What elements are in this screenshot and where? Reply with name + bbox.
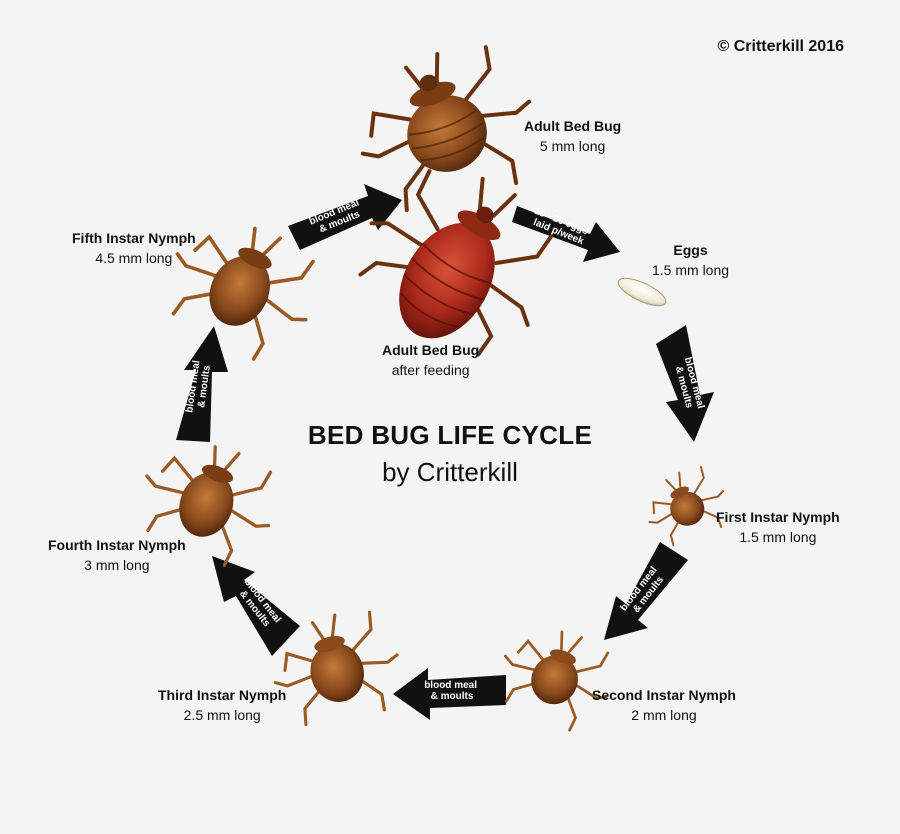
arrow-adult-to-eggs: 15 - 20 eggs laid p/week (512, 206, 620, 262)
arrow-fifth-to-adult: blood meal & moults (288, 184, 402, 250)
stage-size: 3 mm long (84, 557, 150, 573)
arrow-second-to-third: blood meal & moults (393, 668, 506, 720)
svg-text:15 - 20 eggs laid p/week: 15 - 20 eggs laid p/week (528, 206, 592, 249)
label-adult: Adult Bed Bug 5 mm long (524, 116, 621, 156)
arrow-fourth-to-fifth: blood meal & moults (176, 326, 228, 442)
adult-fed-bed-bug-icon (358, 169, 553, 357)
label-adult-fed: Adult Bed Bug after feeding (382, 340, 479, 380)
stage-size: after feeding (391, 362, 470, 378)
label-fourth-instar: Fourth Instar Nymph 3 mm long (48, 535, 186, 575)
label-eggs: Eggs 1.5 mm long (652, 240, 729, 280)
stage-size: 1.5 mm long (739, 529, 817, 545)
label-third-instar: Third Instar Nymph 2.5 mm long (158, 685, 286, 725)
svg-text:blood meal & moults: blood meal & moults (424, 680, 480, 702)
title-line-2: by Critterkill (382, 457, 518, 487)
label-first-instar: First Instar Nymph 1.5 mm long (716, 507, 840, 547)
stage-name: Eggs (673, 242, 708, 258)
egg-icon (617, 277, 667, 307)
label-second-instar: Second Instar Nymph 2 mm long (592, 685, 736, 725)
stage-size: 1.5 mm long (652, 262, 730, 278)
stage-name: Third Instar Nymph (158, 687, 287, 703)
stage-name: First Instar Nymph (716, 509, 840, 525)
first-instar-nymph-icon (648, 466, 725, 547)
third-instar-nymph-icon (273, 610, 399, 727)
adult-bed-bug-icon (360, 45, 532, 213)
title-line-1: BED BUG LIFE CYCLE (307, 420, 593, 450)
stage-name: Second Instar Nymph (592, 687, 736, 703)
stage-size: 2 mm long (631, 707, 697, 723)
stage-name: Fifth Instar Nymph (72, 230, 196, 246)
stage-name: Adult Bed Bug (524, 118, 622, 134)
stage-name: Adult Bed Bug (382, 342, 480, 358)
stage-name: Fourth Instar Nymph (48, 537, 186, 553)
second-instar-nymph-icon (503, 630, 610, 732)
arrow-third-to-fourth: blood meal & moults (212, 556, 300, 656)
moult-arrow-3-text-1: blood meal (424, 680, 477, 691)
svg-text:blood meal & moults: blood meal & moults (184, 357, 214, 415)
moult-arrow-3-text-2: & moults (431, 691, 474, 702)
label-fifth-instar: Fifth Instar Nymph 4.5 mm long (72, 228, 196, 268)
fourth-instar-nymph-icon (145, 445, 273, 567)
stage-size: 4.5 mm long (95, 250, 173, 266)
arrow-first-to-second: blood meal & moults (604, 542, 688, 640)
stage-size: 2.5 mm long (183, 707, 261, 723)
fifth-instar-nymph-icon (171, 226, 315, 361)
diagram-title: BED BUG LIFE CYCLE by Critterkill (300, 420, 600, 488)
copyright-notice: © Critterkill 2016 (717, 38, 844, 55)
stage-size: 5 mm long (539, 138, 606, 154)
arrow-eggs-to-first: blood meal & moults (656, 325, 714, 442)
